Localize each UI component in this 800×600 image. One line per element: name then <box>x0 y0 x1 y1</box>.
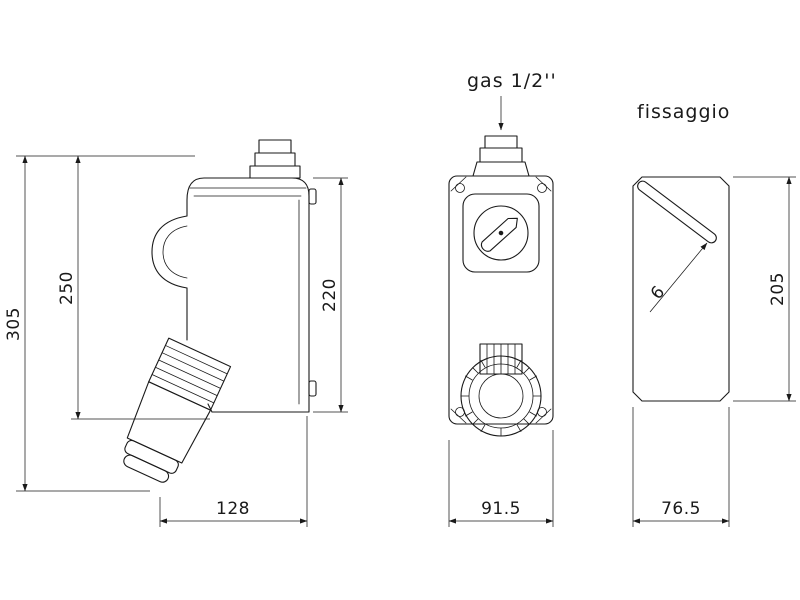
front-cable-gland <box>472 135 530 177</box>
dimension-upper-height: 250 <box>57 155 210 420</box>
front-enclosure-body <box>448 175 554 425</box>
dimension-overall-height: 305 <box>4 155 195 492</box>
side-inclined-socket <box>123 337 232 483</box>
dim-rear-width-label: 76.5 <box>661 499 701 519</box>
dimension-depth: 128 <box>159 416 308 527</box>
front-view: gas 1/2'' <box>448 70 557 437</box>
dimensions: 305 250 220 128 91.5 <box>4 155 796 527</box>
socket-grip-ribs <box>460 355 542 437</box>
dim-depth-label: 128 <box>216 499 250 519</box>
dim-fixing-height-label: 205 <box>768 272 788 306</box>
rotary-switch <box>462 193 540 273</box>
fixing-slot <box>637 180 717 244</box>
dim-overall-height-label: 305 <box>4 307 24 341</box>
dim-upper-height-label: 250 <box>57 271 77 305</box>
rear-outline <box>632 176 730 402</box>
side-view <box>123 139 317 483</box>
front-socket <box>460 355 542 437</box>
dim-body-height-label: 220 <box>320 278 340 312</box>
dim-hole-diameter: 6 <box>647 282 670 304</box>
side-cable-gland <box>249 139 301 179</box>
fixing-label: fissaggio <box>637 101 730 123</box>
gas-entry-label: gas 1/2'' <box>467 70 557 92</box>
dimension-rear-width: 76.5 <box>632 407 730 527</box>
dimension-front-width: 91.5 <box>448 430 554 527</box>
hole-leader-arrow <box>649 242 708 313</box>
dimension-fixing-height: 205 <box>733 176 796 402</box>
rear-fixing-view: fissaggio 6 <box>632 101 730 402</box>
corner-screw <box>537 183 547 193</box>
side-enclosure-body <box>151 177 317 413</box>
side-switch-boss <box>151 215 188 289</box>
dim-front-width-label: 91.5 <box>481 499 521 519</box>
dimension-body-height: 220 <box>313 177 348 413</box>
corner-screw <box>455 183 465 193</box>
